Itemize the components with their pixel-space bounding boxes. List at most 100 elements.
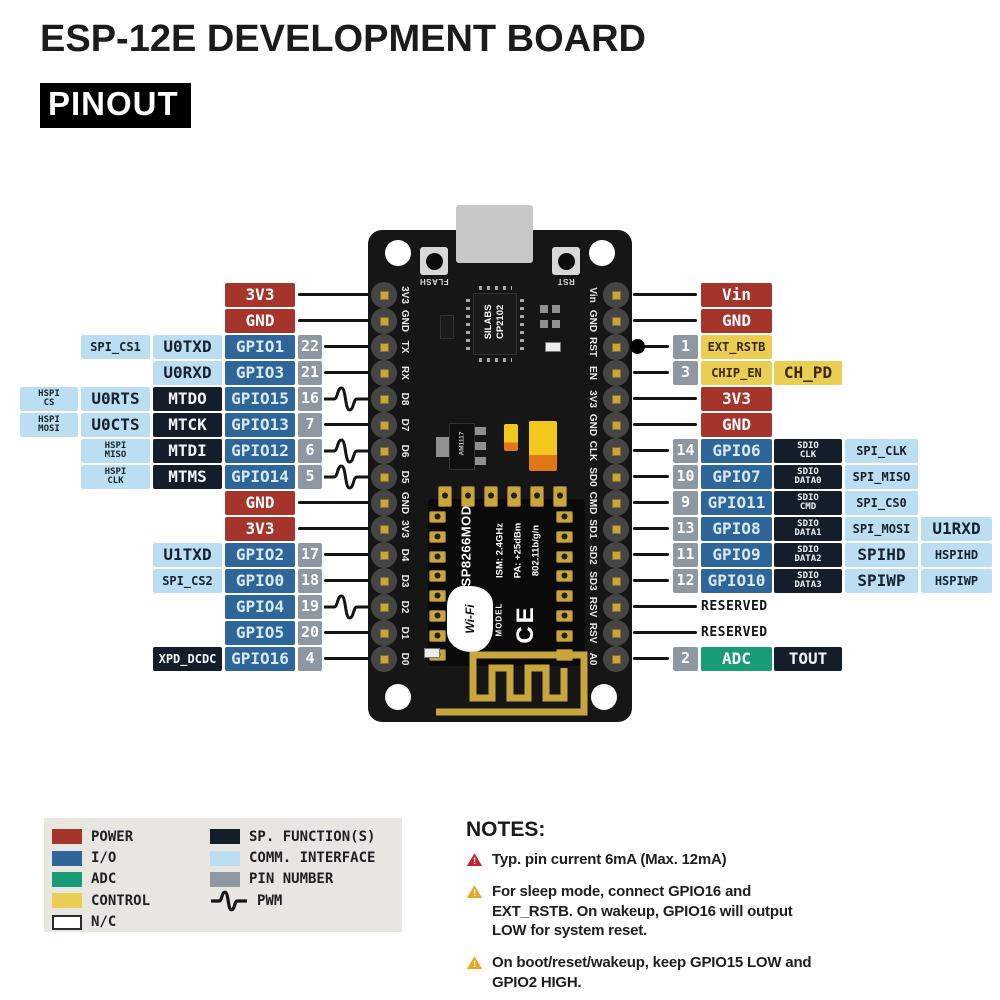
wire [633,553,669,556]
left-pin-row-0: 3V3 [0,283,1000,307]
wire [633,371,669,374]
legend-item-adc: ADC [52,869,150,890]
pin-cell-sdio-data1: SDIO DATA1 [774,517,842,541]
pin-cell-u0rxd: U0RXD [153,361,222,385]
legend-column-2: SP. FUNCTION(S) COMM. INTERFACE PIN NUMBER… [210,826,375,912]
board-pin-left-3 [371,360,397,386]
pwm-icon [324,386,369,412]
wire [324,371,369,374]
chip-pins [479,358,512,362]
reset-button [552,247,580,275]
pin-cell-2: 2 [673,647,698,671]
legend-label: COMM. INTERFACE [249,850,376,867]
pin-cell-20: 20 [298,621,322,645]
module-pad [429,511,446,523]
pin-cell-mtdo: MTDO [153,387,222,411]
wire [298,319,369,322]
notes-list: !Typ. pin current 6mA (Max. 12mA)!For sl… [466,850,838,993]
module-pad [556,630,573,642]
pin-cell-6: 6 [298,439,322,463]
pin-cell-16: 16 [298,387,322,411]
pin-cell-12: 12 [673,569,698,593]
right-pin-row-4: 3V3 [0,387,1000,411]
pin-cell-gpio9: GPIO9 [701,543,772,567]
board-pin-left-7 [371,464,397,490]
pin-cell-spi_mosi: SPI_MOSI [845,517,918,541]
wire [633,475,669,478]
wire [324,423,369,426]
module-pad [556,590,573,602]
pin-cell-sdio-data0: SDIO DATA0 [774,465,842,489]
capacitor [504,424,518,451]
pin-cell-gpio11: GPIO11 [701,491,772,515]
module-pad [461,486,475,507]
board-pin-left-4 [371,386,397,412]
legend-item-power: POWER [52,826,150,847]
pin-cell-gpio8: GPIO8 [701,517,772,541]
pin-pad [611,472,621,482]
legend-label: I/O [91,850,117,867]
pin-cell-vin: Vin [701,283,772,307]
pin-pad [611,602,621,612]
notes: NOTES: !Typ. pin current 6mA (Max. 12mA)… [466,818,838,1000]
pin-cell-4: 4 [298,647,322,671]
note-item: !On boot/reset/wakeup, keep GPIO15 LOW a… [466,953,838,993]
board-pin-right-10 [603,542,629,568]
pin-cell-gnd: GND [225,491,295,515]
note-text: For sleep mode, connect GPIO16 and EXT_R… [492,882,793,940]
pin-pad [611,368,621,378]
legend-swatch-power [52,829,82,845]
board-pin-right-11 [603,568,629,594]
pin-cell-gpio5: GPIO5 [225,621,295,645]
legend-swatch-io [52,850,82,866]
board-pin-right-3 [603,360,629,386]
wire [633,345,669,348]
right-pin-row-1: GND [0,309,1000,333]
warning-icon: ! [466,956,483,969]
page-title: ESP-12E DEVELOPMENT BOARD [40,18,646,60]
left-pin-row-1: GND [0,309,1000,333]
pin-cell-9: 9 [673,491,698,515]
notes-heading: NOTES: [466,818,546,841]
flash-button [420,247,448,275]
legend-label: PIN NUMBER [249,871,334,888]
svg-text:!: ! [473,856,476,866]
wire [633,293,697,296]
module-pad [429,610,446,622]
wire [633,527,669,530]
right-pin-row-13: RESERVED [0,621,1000,645]
pin-pad [379,368,389,378]
wire [633,449,669,452]
board-pin-right-1 [603,308,629,334]
legend-swatch-pin [210,871,240,887]
pin-pad [611,316,621,326]
pin-cell-gnd: GND [701,413,772,437]
wire [633,605,697,608]
legend-label: PWM [257,892,283,909]
note-item: !For sleep mode, connect GPIO16 and EXT_… [466,882,838,941]
board-pin-right-13 [603,620,629,646]
board-pin-right-8 [603,490,629,516]
module-pad [429,630,446,642]
pin-cell-sdio-cmd: SDIO CMD [774,491,842,515]
board-pin-left-8 [371,490,397,516]
legend-label: N/C [91,914,117,931]
pin-cell-gpio13: GPIO13 [225,413,295,437]
pin-cell-3: 3 [673,361,698,385]
board-pin-right-0 [603,282,629,308]
pin-cell-spi_cs2: SPI_CS2 [153,569,222,593]
board-pin-right-7 [603,464,629,490]
board-pin-left-6 [371,438,397,464]
smd-pad [552,305,560,313]
pin-cell-ext_rstb: EXT_RSTB [701,335,772,359]
legend-label: SP. FUNCTION(S) [249,828,376,845]
mounting-hole [385,684,411,710]
board-pin-right-5 [603,412,629,438]
pin-cell-u0rts: U0RTS [81,387,150,411]
legend-item-i-o: I/O [52,847,150,868]
warning-icon: ! [466,853,483,866]
